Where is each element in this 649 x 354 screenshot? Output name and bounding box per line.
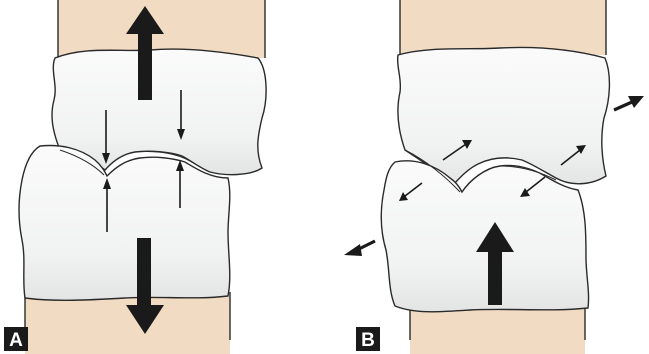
panel-b <box>344 0 644 354</box>
panel-a <box>19 0 266 354</box>
upper-gum-b <box>400 0 606 55</box>
svg-text:B: B <box>361 330 375 351</box>
lower-tooth-b <box>381 161 588 312</box>
svg-text:A: A <box>9 330 23 351</box>
panel-label-b: B <box>356 327 380 351</box>
lower-gum-a <box>25 292 230 354</box>
lower-tooth-a <box>19 146 230 301</box>
panel-label-a: A <box>4 327 28 351</box>
